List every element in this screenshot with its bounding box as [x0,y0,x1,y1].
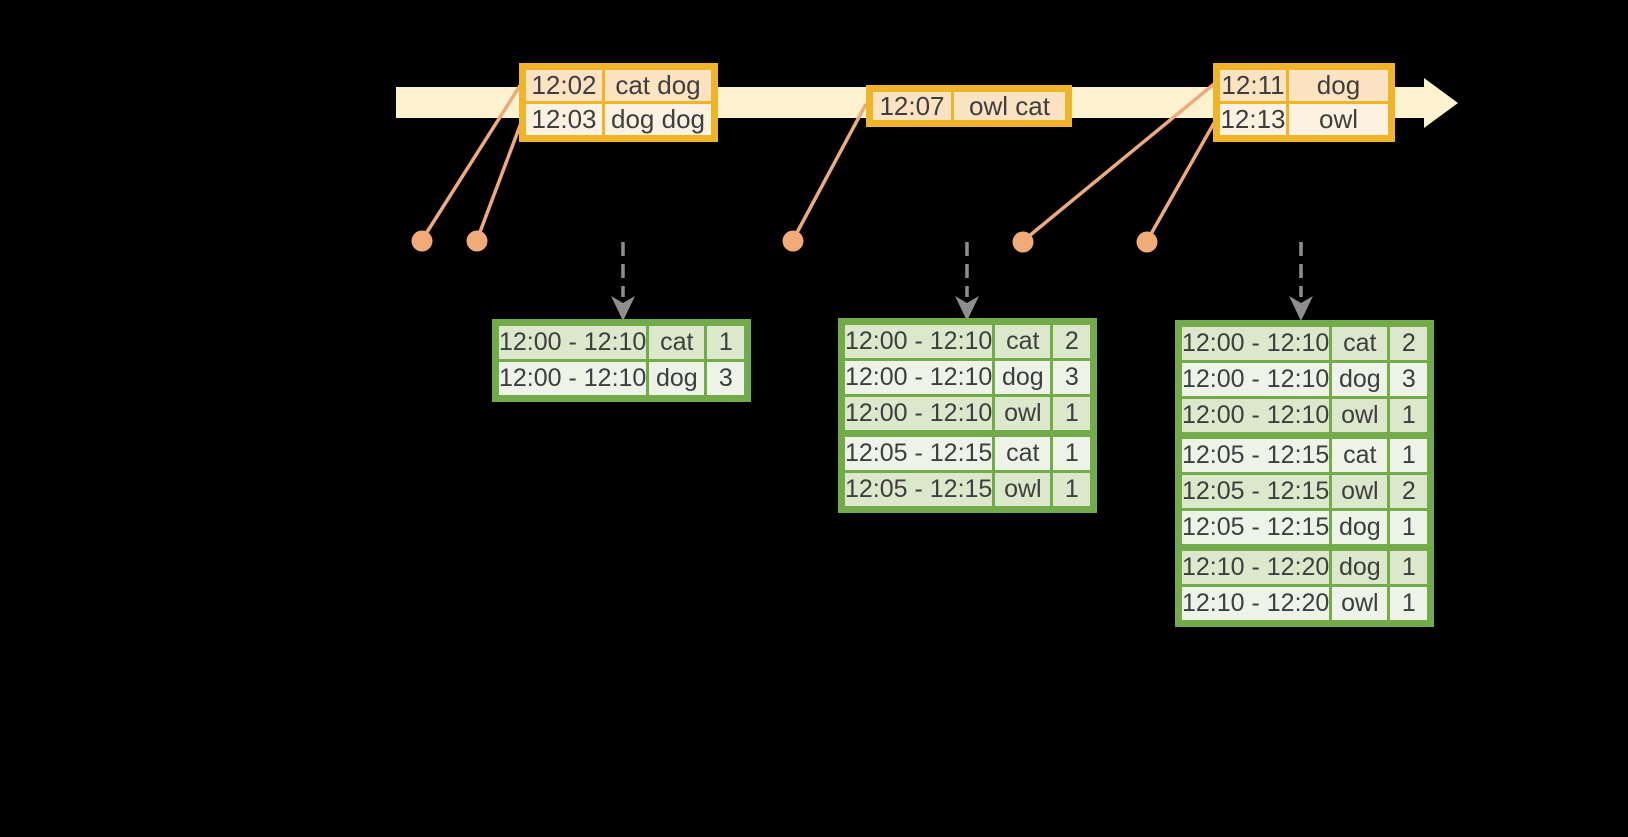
result-table-2: 12:00 - 12:10 cat 2 12:00 - 12:10 dog 3 … [838,318,1098,513]
table-row: 12:05 - 12:15 dog 1 [1182,511,1428,544]
event-connector-line [1021,82,1216,243]
event-words-cell: owl [1289,104,1388,135]
event-time-cell: 12:02 [526,70,602,101]
event-connector-line [791,103,868,241]
window-cell: 12:00 - 12:10 [845,397,993,430]
window-cell: 12:05 - 12:15 [1182,511,1330,544]
table-row: 12:00 - 12:10 owl 1 [1182,399,1428,432]
word-cell: owl [1332,587,1388,620]
event-row: 12:07 owl cat [873,92,1065,120]
count-cell: 1 [1053,397,1091,430]
event-connector-line [420,83,523,241]
window-cell: 12:05 - 12:15 [845,433,993,470]
window-cell: 12:10 - 12:20 [1182,587,1330,620]
table-row: 12:10 - 12:20 dog 1 [1182,547,1428,584]
word-cell: owl [995,397,1051,430]
event-box-1: 12:02 cat dog 12:03 dog dog [519,63,718,142]
count-cell: 3 [1390,363,1428,396]
result-table-3: 12:00 - 12:10 cat 2 12:00 - 12:10 dog 3 … [1175,320,1435,627]
count-cell: 1 [707,326,745,359]
event-time-cell: 12:03 [526,104,602,135]
window-cell: 12:00 - 12:10 [845,325,993,358]
window-cell: 12:00 - 12:10 [1182,327,1330,360]
event-dot [411,230,433,252]
table-row: 12:00 - 12:10 dog 3 [845,361,1091,394]
event-words-cell: owl cat [954,92,1065,120]
event-words-cell: dog dog [605,104,711,135]
table-row: 12:10 - 12:20 owl 1 [1182,587,1428,620]
window-cell: 12:00 - 12:10 [1182,363,1330,396]
table-row: 12:00 - 12:10 dog 3 [499,362,745,395]
word-cell: cat [995,325,1051,358]
window-cell: 12:00 - 12:10 [499,326,647,359]
window-cell: 12:00 - 12:10 [499,362,647,395]
word-cell: cat [1332,435,1388,472]
count-cell: 1 [1390,547,1428,584]
result-table-1: 12:00 - 12:10 cat 1 12:00 - 12:10 dog 3 [492,319,752,402]
event-box-2: 12:07 owl cat [866,85,1072,127]
word-cell: dog [1332,511,1388,544]
word-cell: cat [1332,327,1388,360]
trigger-arrowhead [611,296,635,321]
word-cell: cat [649,326,705,359]
word-cell: owl [1332,475,1388,508]
word-cell: dog [1332,547,1388,584]
count-cell: 1 [1390,511,1428,544]
event-box-3: 12:11 dog 12:13 owl [1213,63,1395,142]
event-time-axis-arrowhead [1424,78,1458,128]
count-cell: 1 [1053,473,1091,506]
count-cell: 3 [1053,361,1091,394]
count-cell: 1 [1390,587,1428,620]
table-row: 12:00 - 12:10 dog 3 [1182,363,1428,396]
word-cell: owl [995,473,1051,506]
table-row: 12:00 - 12:10 cat 2 [845,325,1091,358]
event-row: 12:13 owl [1220,104,1388,135]
event-words-cell: dog [1289,70,1388,101]
event-row: 12:11 dog [1220,70,1388,101]
count-cell: 3 [707,362,745,395]
table-row: 12:00 - 12:10 owl 1 [845,397,1091,430]
window-cell: 12:05 - 12:15 [845,473,993,506]
event-connector-line [1145,122,1216,242]
event-dot [466,230,488,252]
trigger-arrowhead [1289,296,1313,321]
count-cell: 2 [1390,475,1428,508]
table-row: 12:05 - 12:15 cat 1 [845,433,1091,470]
count-cell: 1 [1390,399,1428,432]
event-words-cell: cat dog [605,70,711,101]
event-row: 12:03 dog dog [526,104,711,135]
word-cell: cat [995,433,1051,470]
table-row: 12:05 - 12:15 owl 2 [1182,475,1428,508]
table-row: 12:00 - 12:10 cat 1 [499,326,745,359]
event-dot [1136,231,1158,253]
table-row: 12:05 - 12:15 owl 1 [845,473,1091,506]
event-time-cell: 12:13 [1220,104,1286,135]
event-dot [1012,231,1034,253]
event-time-cell: 12:07 [873,92,951,120]
count-cell: 1 [1390,435,1428,472]
trigger-arrowhead [955,296,979,321]
window-cell: 12:00 - 12:10 [1182,399,1330,432]
window-cell: 12:05 - 12:15 [1182,435,1330,472]
count-cell: 2 [1390,327,1428,360]
count-cell: 2 [1053,325,1091,358]
event-row: 12:02 cat dog [526,70,711,101]
window-cell: 12:10 - 12:20 [1182,547,1330,584]
word-cell: owl [1332,399,1388,432]
word-cell: dog [1332,363,1388,396]
window-cell: 12:05 - 12:15 [1182,475,1330,508]
window-cell: 12:00 - 12:10 [845,361,993,394]
event-dot [782,230,804,252]
word-cell: dog [995,361,1051,394]
table-row: 12:05 - 12:15 cat 1 [1182,435,1428,472]
event-connector-line [475,122,523,241]
word-cell: dog [649,362,705,395]
table-row: 12:00 - 12:10 cat 2 [1182,327,1428,360]
count-cell: 1 [1053,433,1091,470]
event-time-cell: 12:11 [1220,70,1286,101]
